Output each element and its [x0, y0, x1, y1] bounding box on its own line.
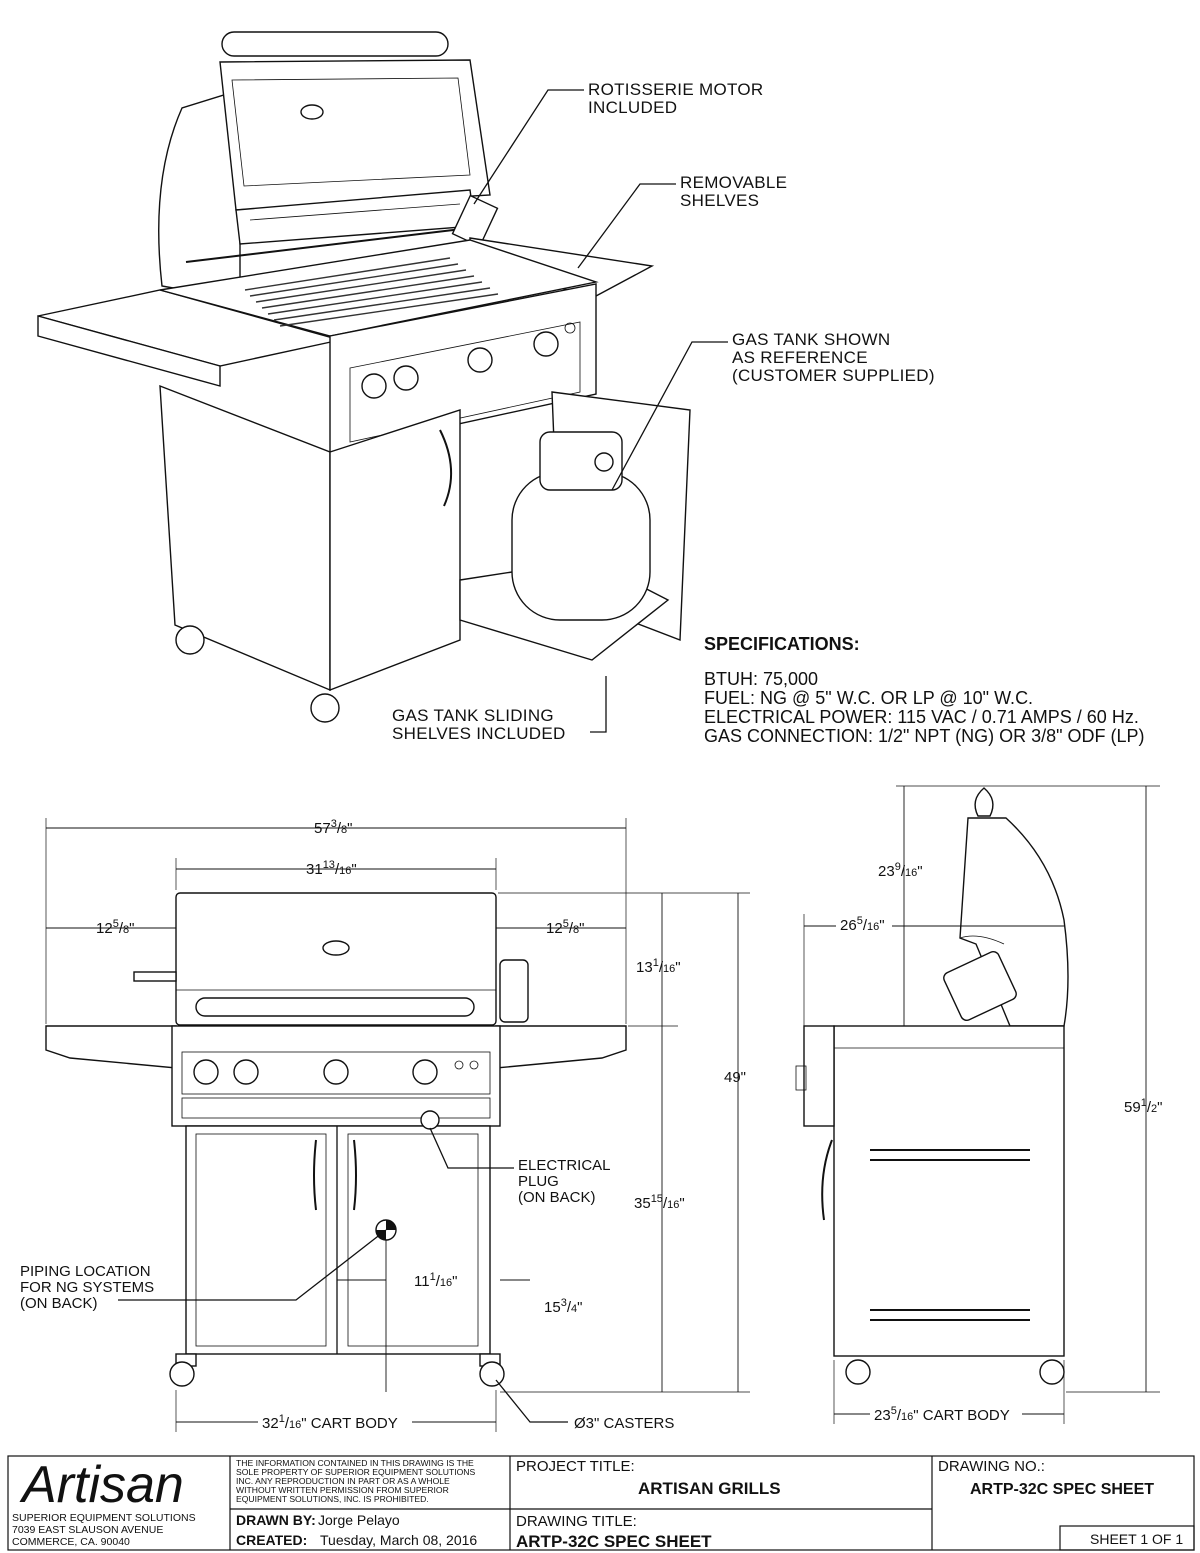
dim-cart-body: 321/16" CART BODY — [258, 1412, 412, 1432]
drawn-by-value: Jorge Pelayo — [318, 1512, 400, 1528]
front-casters — [169, 1353, 505, 1387]
front-dimension-lines — [45, 818, 750, 1432]
callout-piping-l1: PIPING LOCATION — [20, 1263, 151, 1280]
dim-hood-height: 131/16" — [636, 957, 681, 976]
svg-text:SHELVES INCLUDED: SHELVES INCLUDED — [392, 724, 566, 743]
svg-text:111/16": 111/16" — [414, 1271, 457, 1290]
drawing-title-value: ARTP-32C SPEC SHEET — [516, 1532, 712, 1551]
svg-text:153/4": 153/4" — [544, 1297, 582, 1316]
notice-l3: INC. ANY REPRODUCTION IN PART OR AS A WH… — [236, 1476, 450, 1486]
spec-line-btuh: BTUH: 75,000 — [704, 669, 818, 689]
svg-text:265/16": 265/16" — [840, 915, 885, 934]
created-value: Tuesday, March 08, 2016 — [320, 1532, 477, 1548]
iso-casters — [175, 625, 340, 723]
callout-sliding-l2: SHELVES INCLUDED — [392, 724, 566, 743]
svg-text:235/16" CART BODY: 235/16" CART BODY — [874, 1405, 1010, 1424]
svg-text:ROTISSERIE MOTOR: ROTISSERIE MOTOR — [588, 80, 763, 99]
dim-pipe-height: 153/4" — [544, 1297, 582, 1316]
specs-heading: SPECIFICATIONS: — [704, 634, 860, 654]
svg-text:573/8": 573/8" — [314, 818, 352, 837]
dim-hood-width: 3113/16" — [306, 859, 357, 878]
callout-leaders — [473, 89, 728, 733]
specifications-block: SPECIFICATIONS: BTUH: 75,000 FUEL: NG @ … — [704, 634, 1145, 746]
dim-side-cart-body: 235/16" CART BODY — [870, 1404, 1022, 1424]
svg-text:131/16": 131/16" — [636, 957, 681, 976]
dim-side-height: 591/2" — [1124, 1097, 1162, 1116]
dim-total-height: 49" — [724, 1069, 746, 1086]
cooking-grates — [244, 257, 499, 327]
dim-casters: Ø3" CASTERS — [574, 1415, 674, 1432]
sheet-number: SHEET 1 OF 1 — [1090, 1531, 1183, 1547]
notice-l4: WITHOUT WRITTEN PERMISSION FROM SUPERIOR — [236, 1485, 449, 1495]
created-label: CREATED: — [236, 1532, 307, 1548]
callout-sliding-l1: GAS TANK SLIDING — [392, 706, 554, 725]
callout-piping-l2: FOR NG SYSTEMS — [20, 1279, 154, 1296]
dim-left-shelf: 125/8" — [96, 918, 134, 937]
callout-gastank-l1: GAS TANK SHOWN — [732, 330, 890, 349]
svg-text:3515/16": 3515/16" — [634, 1193, 685, 1212]
project-title-value: ARTISAN GRILLS — [638, 1479, 781, 1498]
callout-shelves-l2: SHELVES — [680, 191, 759, 210]
notice-l1: THE INFORMATION CONTAINED IN THIS DRAWIN… — [236, 1458, 474, 1468]
front-knobs — [193, 1059, 479, 1085]
callout-shelves-l1: REMOVABLE — [680, 173, 787, 192]
company-city: COMMERCE, CA. 90040 — [12, 1536, 130, 1548]
spec-line-fuel: FUEL: NG @ 5" W.C. OR LP @ 10" W.C. — [704, 688, 1033, 708]
gas-tank — [511, 431, 651, 621]
company-street: 7039 EAST SLAUSON AVENUE — [12, 1524, 163, 1536]
company-name: SUPERIOR EQUIPMENT SOLUTIONS — [12, 1512, 196, 1524]
dim-pipe-offset: 111/16" — [414, 1271, 457, 1290]
dim-counter-height: 3515/16" — [634, 1193, 685, 1212]
drawing-no-label: DRAWING NO.: — [938, 1458, 1045, 1475]
svg-text:SHELVES: SHELVES — [680, 191, 759, 210]
spec-line-gas: GAS CONNECTION: 1/2" NPT (NG) OR 3/8" OD… — [704, 726, 1145, 746]
project-title-label: PROJECT TITLE: — [516, 1458, 635, 1475]
side-casters — [845, 1359, 1065, 1385]
svg-text:GAS TANK SHOWN: GAS TANK SHOWN — [732, 330, 890, 349]
svg-text:GAS TANK SLIDING: GAS TANK SLIDING — [392, 706, 554, 725]
side-vents — [870, 1149, 1030, 1321]
svg-text:3113/16": 3113/16" — [306, 859, 357, 878]
spec-line-power: ELECTRICAL POWER: 115 VAC / 0.71 AMPS / … — [704, 707, 1139, 727]
svg-text:REMOVABLE: REMOVABLE — [680, 173, 787, 192]
front-view-grill — [45, 892, 627, 1387]
svg-text:INCLUDED: INCLUDED — [588, 98, 677, 117]
dim-side-hood-top: 239/16" — [878, 861, 923, 880]
callout-rotisserie-l1: ROTISSERIE MOTOR — [588, 80, 763, 99]
svg-text:(CUSTOMER SUPPLIED): (CUSTOMER SUPPLIED) — [732, 366, 935, 385]
svg-text:321/16" CART BODY: 321/16" CART BODY — [262, 1413, 398, 1432]
drawing-no-value: ARTP-32C SPEC SHEET — [970, 1481, 1154, 1498]
title-block: Artisan SUPERIOR EQUIPMENT SOLUTIONS 703… — [7, 1455, 1195, 1551]
drawn-by-label: DRAWN BY: — [236, 1512, 316, 1528]
callout-rotisserie-l2: INCLUDED — [588, 98, 677, 117]
artisan-logo: Artisan — [19, 1456, 184, 1514]
svg-text:239/16": 239/16" — [878, 861, 923, 880]
dim-overall-width: 573/8" — [314, 818, 352, 837]
notice-l5: EQUIPMENT SOLUTIONS, INC. IS PROHIBITED. — [236, 1494, 429, 1504]
callout-gastank-l3: (CUSTOMER SUPPLIED) — [732, 366, 935, 385]
svg-text:AS REFERENCE: AS REFERENCE — [732, 348, 868, 367]
svg-text:125/8": 125/8" — [546, 918, 584, 937]
dim-side-depth: 265/16" — [836, 914, 892, 934]
notice-l2: SOLE PROPERTY OF SUPERIOR EQUIPMENT SOLU… — [236, 1467, 476, 1477]
control-knobs — [361, 322, 576, 399]
svg-text:125/8": 125/8" — [96, 918, 134, 937]
callout-electrical-l1: ELECTRICAL — [518, 1157, 611, 1174]
drawing-title-label: DRAWING TITLE: — [516, 1513, 637, 1530]
isometric-grill-view — [37, 31, 691, 723]
callout-electrical-l2: PLUG — [518, 1173, 559, 1190]
side-view-grill — [795, 787, 1069, 1385]
callout-electrical-l3: (ON BACK) — [518, 1189, 596, 1206]
callout-gastank-l2: AS REFERENCE — [732, 348, 868, 367]
callout-piping-l3: (ON BACK) — [20, 1295, 98, 1312]
dim-right-shelf: 125/8" — [546, 918, 584, 937]
svg-text:591/2": 591/2" — [1124, 1097, 1162, 1116]
